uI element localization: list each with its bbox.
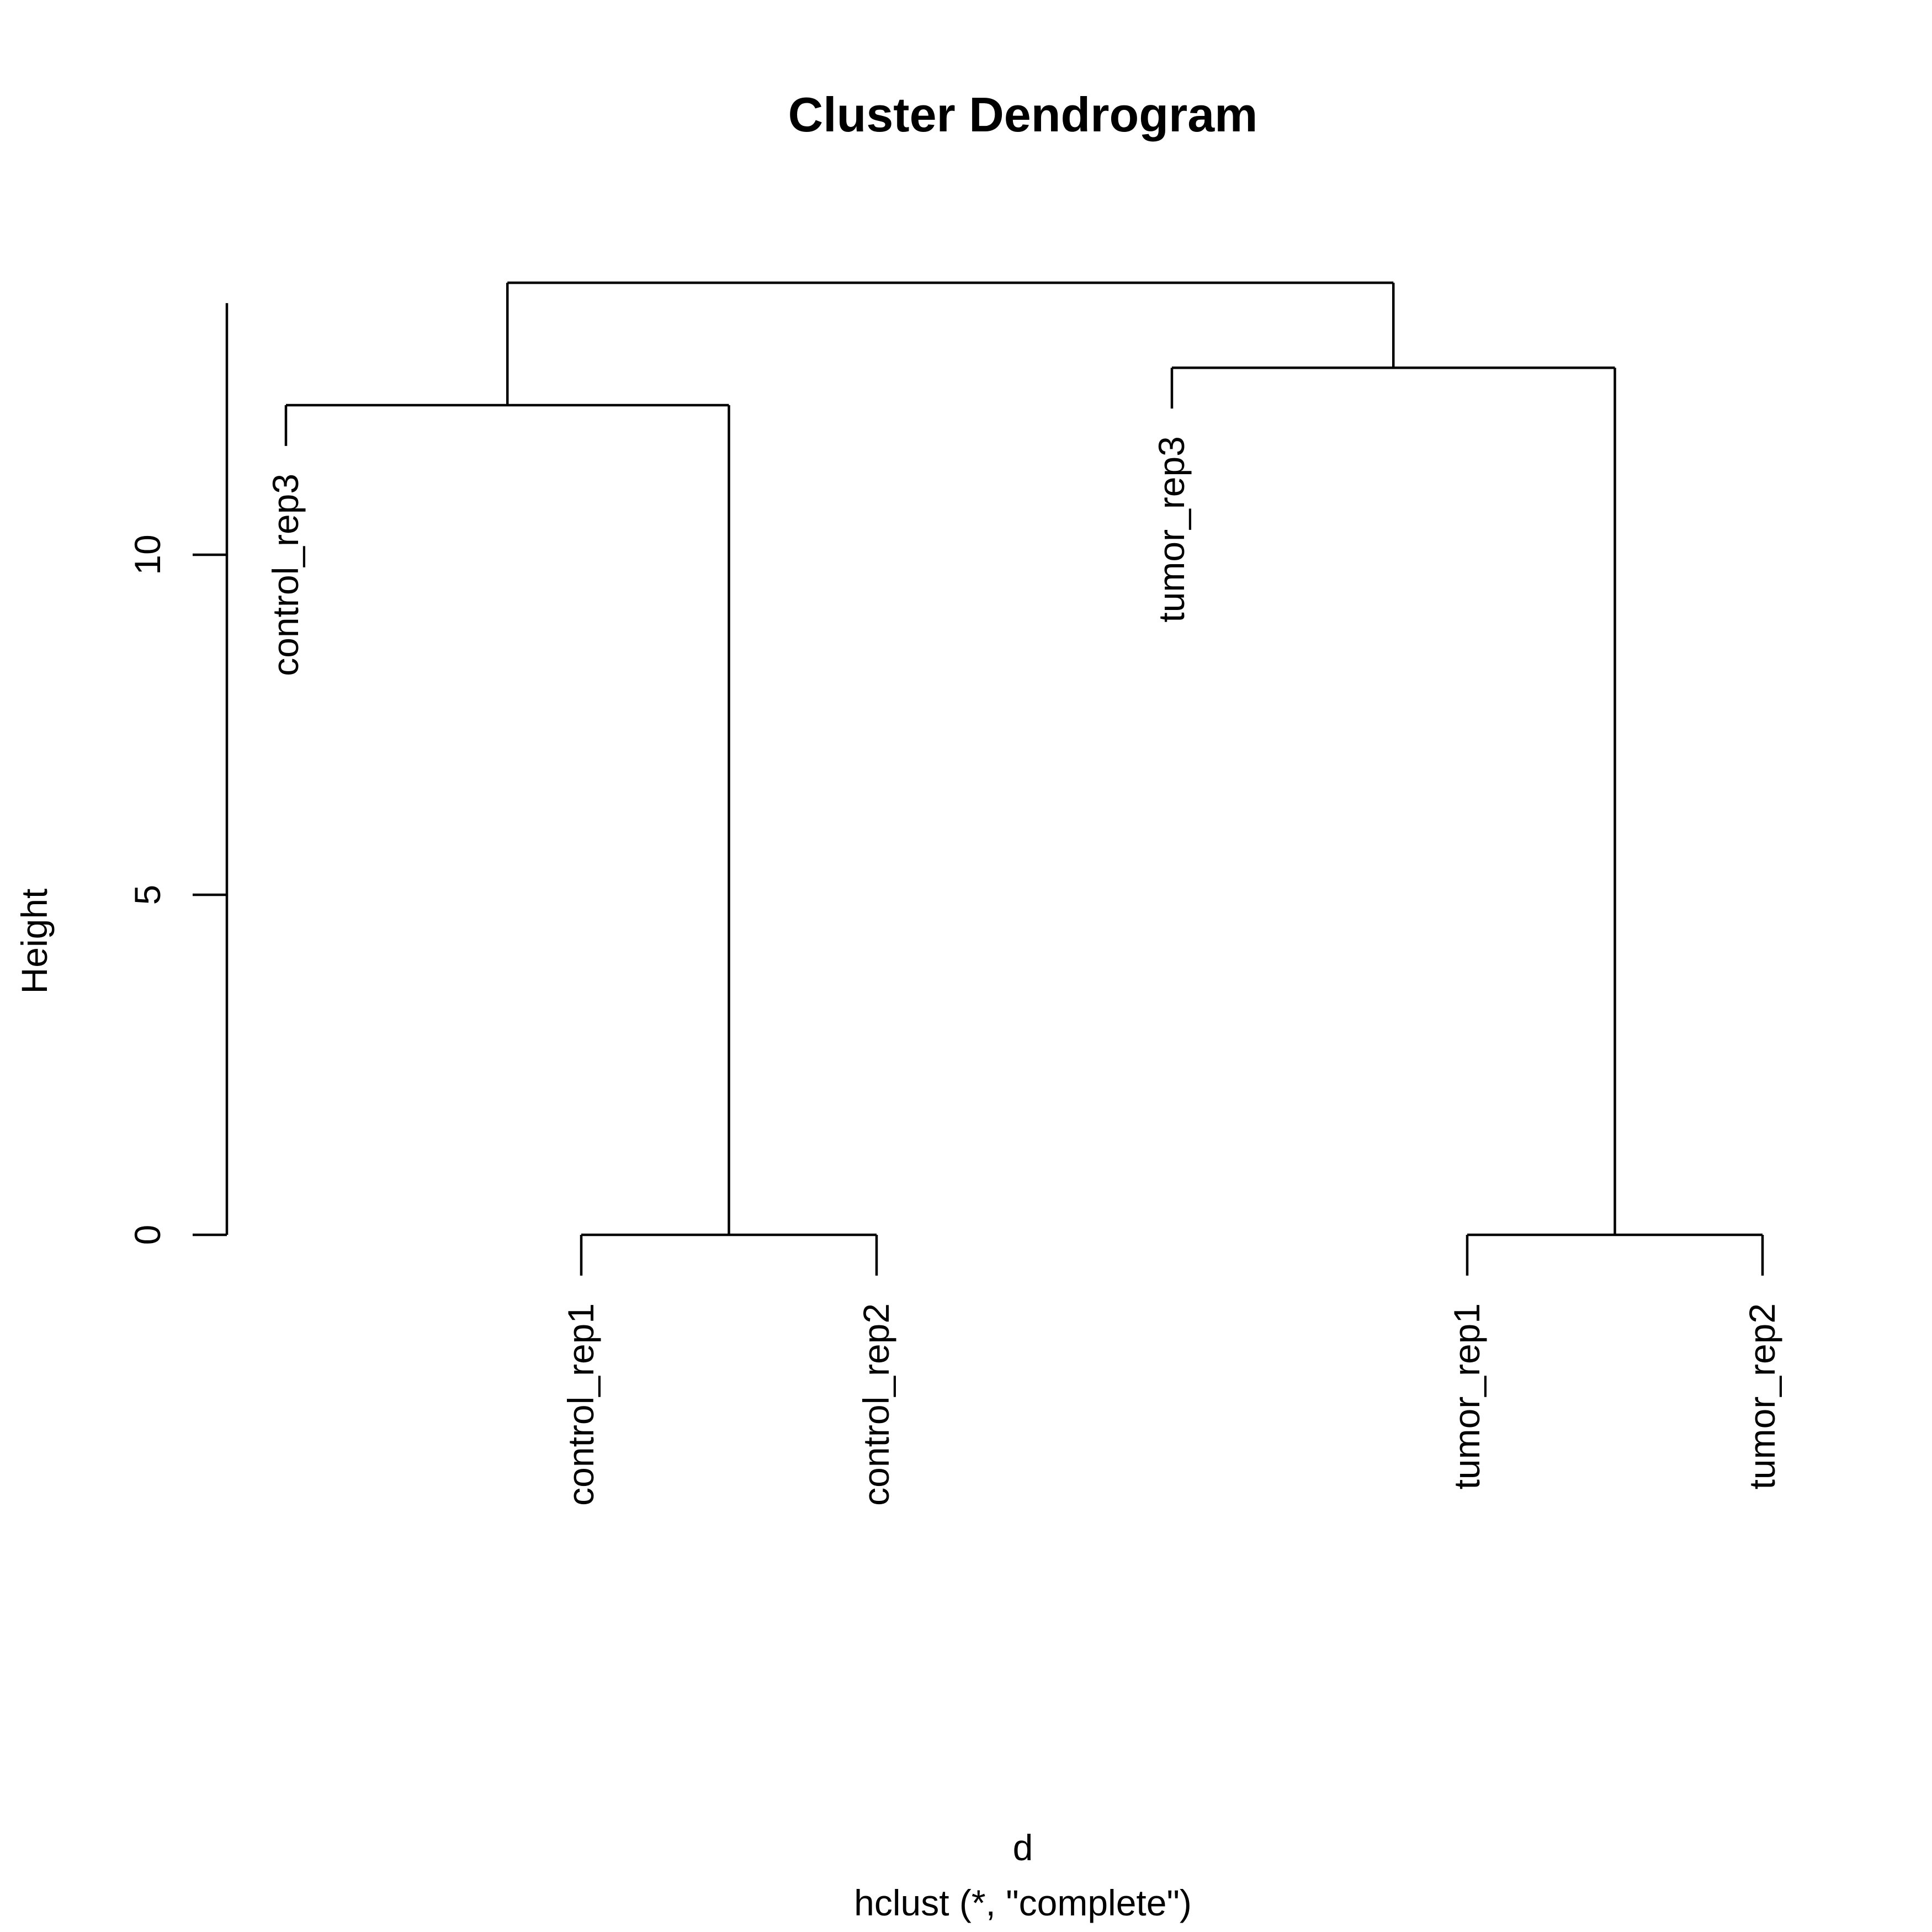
y-tick-label-5: 5 <box>127 885 168 905</box>
dendrogram-branches <box>284 281 1764 1276</box>
chart-title: Cluster Dendrogram <box>788 87 1258 142</box>
y-axis: 0 5 10 <box>127 303 229 1245</box>
leaf-labels: control_rep1 control_rep2 tumor_rep1 tumor_… <box>265 436 1782 1506</box>
leaf-label-tumor_rep3: tumor_rep3 <box>1151 436 1192 623</box>
leaf-label-control_rep3: control_rep3 <box>265 474 306 676</box>
y-tick-label-0: 0 <box>127 1225 168 1245</box>
leaf-label-control_rep2: control_rep2 <box>856 1303 896 1506</box>
y-tick-label-10: 10 <box>127 534 168 575</box>
leaf-label-tumor_rep2: tumor_rep2 <box>1742 1303 1782 1490</box>
x-axis-label: d <box>1013 1827 1033 1868</box>
leaf-label-tumor_rep1: tumor_rep1 <box>1446 1303 1487 1490</box>
y-axis-label: Height <box>14 889 55 994</box>
leaf-label-control_rep1: control_rep1 <box>560 1303 601 1506</box>
method-sublabel: hclust (*, "complete") <box>854 1882 1192 1923</box>
